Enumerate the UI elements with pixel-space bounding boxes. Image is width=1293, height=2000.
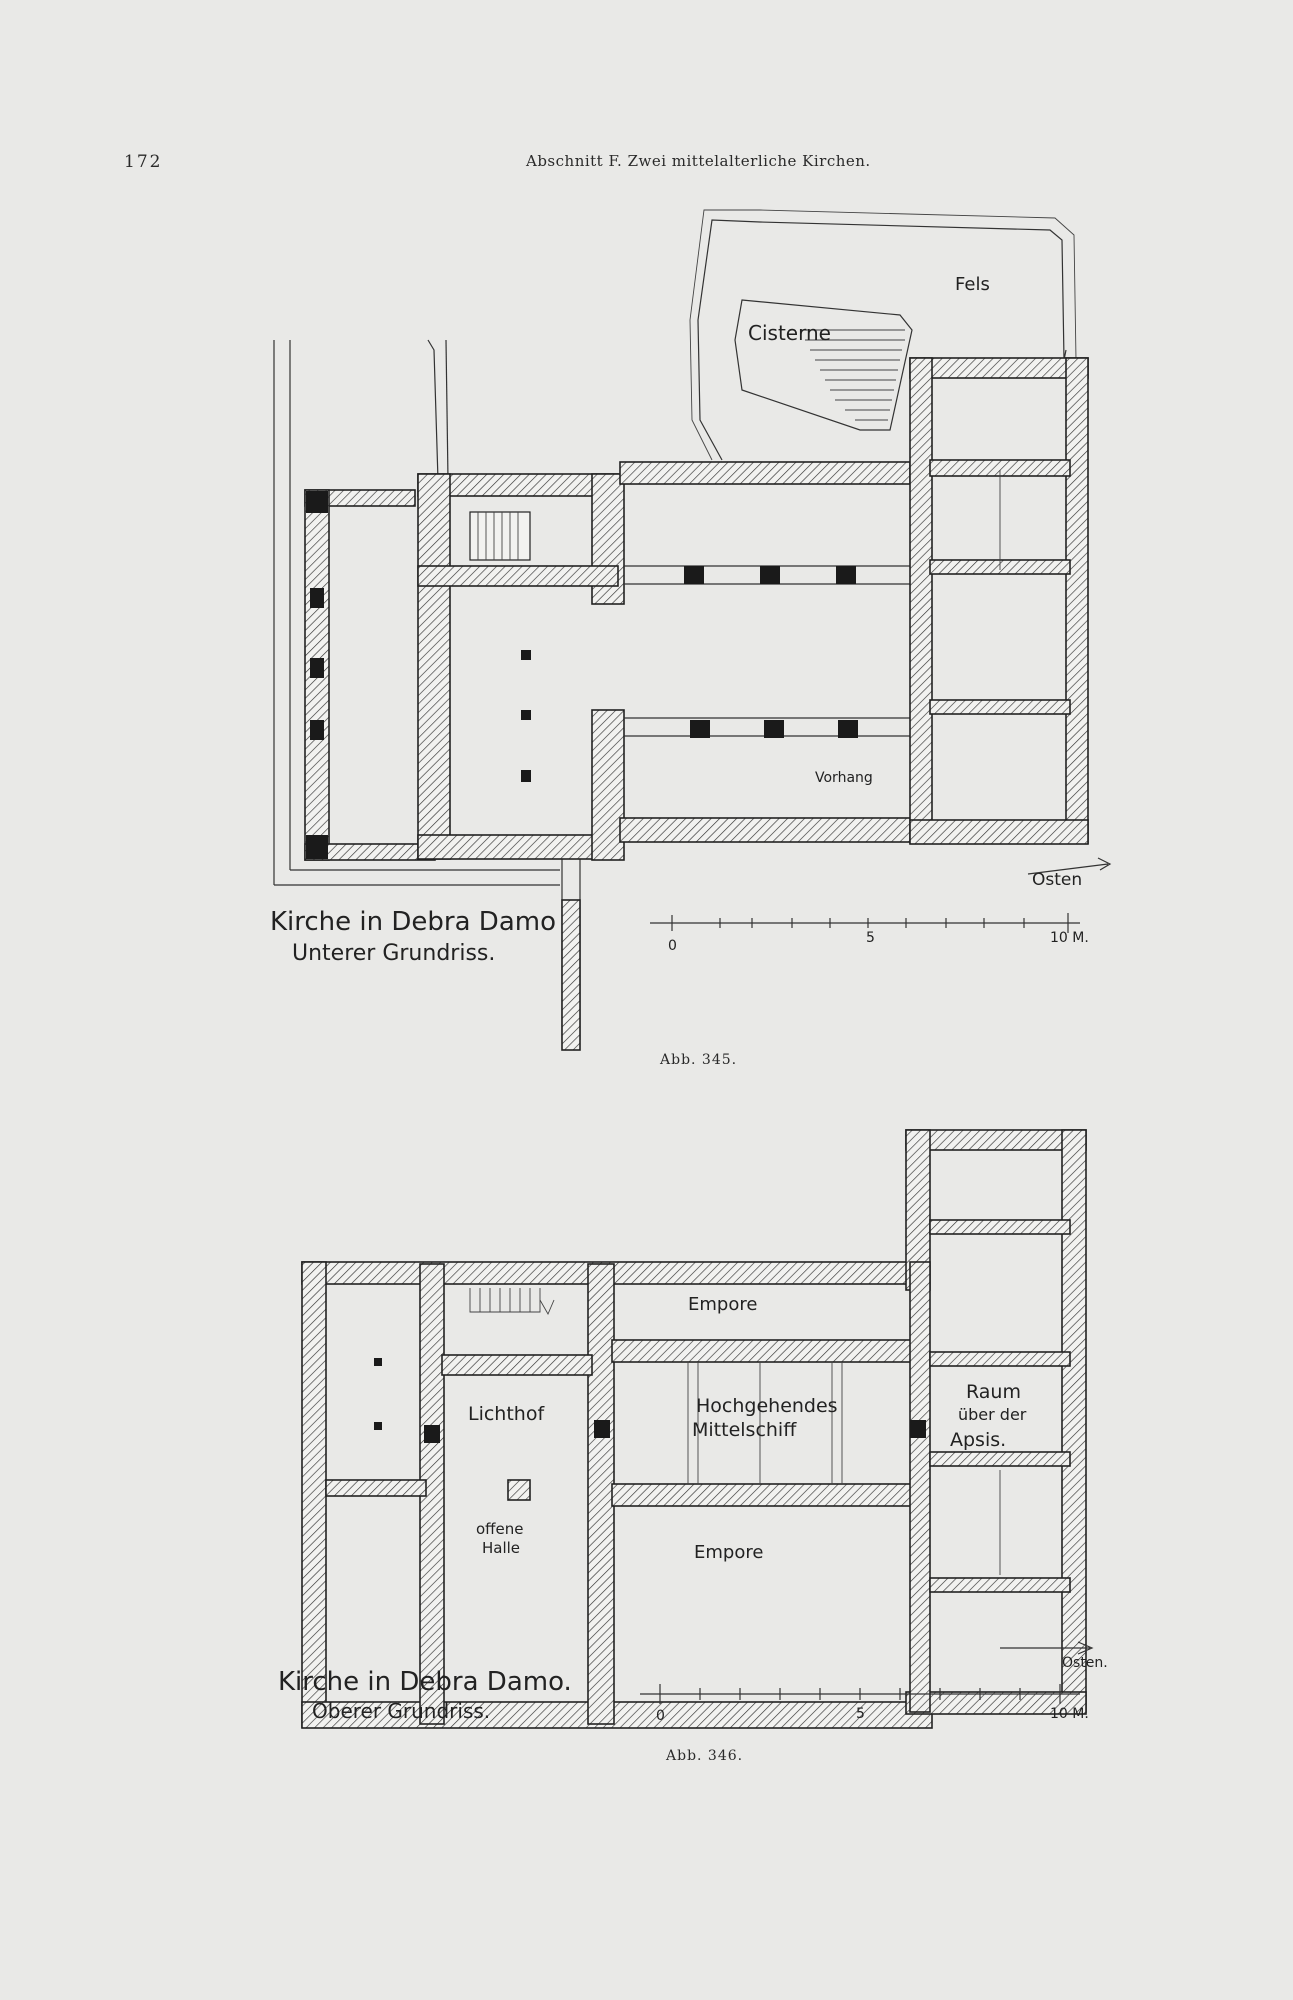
pier <box>521 650 531 660</box>
scale-end: 10 M. <box>1050 1706 1089 1722</box>
pier <box>424 1425 440 1443</box>
wall <box>417 834 599 860</box>
plan-title-line1: Kirche in Debra Damo. <box>278 1667 572 1697</box>
pier <box>374 1358 382 1366</box>
nave-columns <box>687 1362 843 1484</box>
pier <box>684 566 704 584</box>
label-empore-bottom: Empore <box>694 1542 763 1563</box>
exterior-lines <box>273 339 581 1040</box>
label-cisterne: Cisterne <box>748 321 831 345</box>
staircase <box>469 511 531 561</box>
pier <box>760 566 780 584</box>
pier <box>521 770 531 782</box>
rock-outline <box>697 219 1067 461</box>
label-osten: Osten. <box>1062 1655 1108 1671</box>
wall <box>301 1701 933 1729</box>
plan-title-line2: Unterer Grundriss. <box>292 941 495 966</box>
scale-mid: 5 <box>856 1706 865 1722</box>
label-halle: Halle <box>482 1539 520 1557</box>
pier <box>374 1422 382 1430</box>
label-empore-top: Empore <box>688 1294 757 1315</box>
wall <box>929 1577 1071 1593</box>
wall <box>929 1451 1071 1467</box>
pier <box>521 710 531 720</box>
staircase-arrow <box>539 1299 555 1316</box>
east-arrow <box>1000 1641 1094 1655</box>
pier <box>306 491 328 513</box>
wall <box>619 461 911 485</box>
lower-plan-drawing: Fels Cisterne Vorhang Osten Kirche in De… <box>270 209 1112 1051</box>
wall <box>591 709 625 861</box>
staircase-steps <box>477 512 519 560</box>
scale-bar <box>640 1684 1080 1704</box>
pier <box>764 720 784 738</box>
wall <box>1061 1129 1087 1713</box>
pier <box>594 1420 610 1438</box>
pier <box>310 658 324 678</box>
label-osten: Osten <box>1032 870 1082 890</box>
wall <box>301 1261 327 1728</box>
scale-start: 0 <box>656 1708 665 1724</box>
figure-345-lower-plan: Fels Cisterne Vorhang Osten Kirche in De… <box>0 180 1293 1080</box>
figure-346-upper-plan: Empore Empore Lichthof Hochgehendes Mitt… <box>0 1100 1293 2000</box>
label-vorhang: Vorhang <box>815 770 873 786</box>
rock-outline-inner <box>689 209 1077 461</box>
scale-start: 0 <box>668 938 677 954</box>
label-offene: offene <box>476 1520 523 1538</box>
wall <box>909 357 1089 379</box>
staircase-steps <box>469 1288 541 1313</box>
label-apsis: Apsis. <box>950 1429 1006 1451</box>
wall <box>1065 357 1089 844</box>
running-head: Abschnitt F. Zwei mittelalterliche Kirch… <box>526 152 871 170</box>
wall <box>929 699 1071 715</box>
scale-mid: 5 <box>866 930 875 946</box>
label-fels: Fels <box>955 274 990 295</box>
wall <box>929 1351 1071 1367</box>
wall <box>905 1691 1087 1715</box>
wall <box>325 1479 427 1497</box>
pier <box>310 720 324 740</box>
wall <box>611 1483 913 1507</box>
cistern-hatching <box>800 329 905 421</box>
wall <box>909 819 1089 845</box>
plan-title-line1: Kirche in Debra Damo <box>270 907 556 937</box>
wall <box>507 1479 531 1501</box>
label-raum: Raum <box>966 1381 1021 1403</box>
label-ueber-der: über der <box>958 1405 1027 1424</box>
pier <box>910 1420 926 1438</box>
label-mittelschiff: Mittelschiff <box>692 1419 797 1441</box>
wall <box>301 1261 929 1285</box>
cistern-outline <box>734 299 913 431</box>
pier <box>690 720 710 738</box>
scale-end: 10 M. <box>1050 930 1089 946</box>
page-number: 172 <box>124 152 163 172</box>
plan-title-line2: Oberer Grundriss. <box>312 1699 490 1723</box>
label-lichthof: Lichthof <box>468 1403 545 1425</box>
scale-bar <box>650 913 1080 933</box>
east-arrow <box>1027 857 1112 875</box>
wall <box>929 1219 1071 1235</box>
pier <box>306 835 328 859</box>
wall <box>611 1339 913 1363</box>
figure-345-caption: Abb. 345. <box>660 1052 738 1068</box>
wall <box>417 473 451 860</box>
south-wall-extension <box>561 899 581 1051</box>
wall <box>417 565 619 587</box>
wall <box>587 1263 615 1725</box>
pier <box>838 720 858 738</box>
label-hochgehendes: Hochgehendes <box>696 1395 838 1417</box>
pier <box>836 566 856 584</box>
wall <box>909 1261 931 1713</box>
pier <box>310 588 324 608</box>
upper-plan-drawing: Empore Empore Lichthof Hochgehendes Mitt… <box>278 1129 1108 1729</box>
wall <box>905 1129 1087 1151</box>
wall <box>909 357 933 844</box>
wall <box>441 1354 593 1376</box>
wall <box>619 817 921 843</box>
figure-346-caption: Abb. 346. <box>666 1748 744 1764</box>
